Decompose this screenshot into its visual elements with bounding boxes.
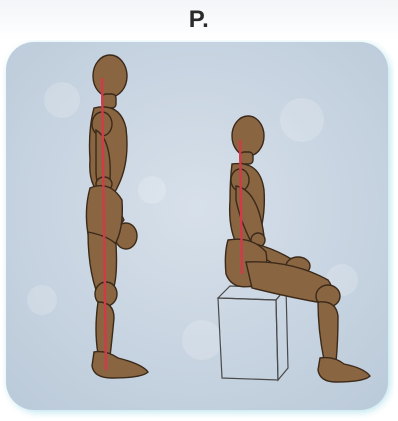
panel-label: P. bbox=[0, 6, 398, 34]
standing-neck bbox=[102, 94, 116, 108]
standing-head bbox=[93, 55, 127, 97]
posture-illustration bbox=[2, 40, 394, 418]
illustration-panel bbox=[2, 40, 394, 418]
seated-head bbox=[232, 116, 264, 156]
seated-neck bbox=[240, 152, 253, 164]
